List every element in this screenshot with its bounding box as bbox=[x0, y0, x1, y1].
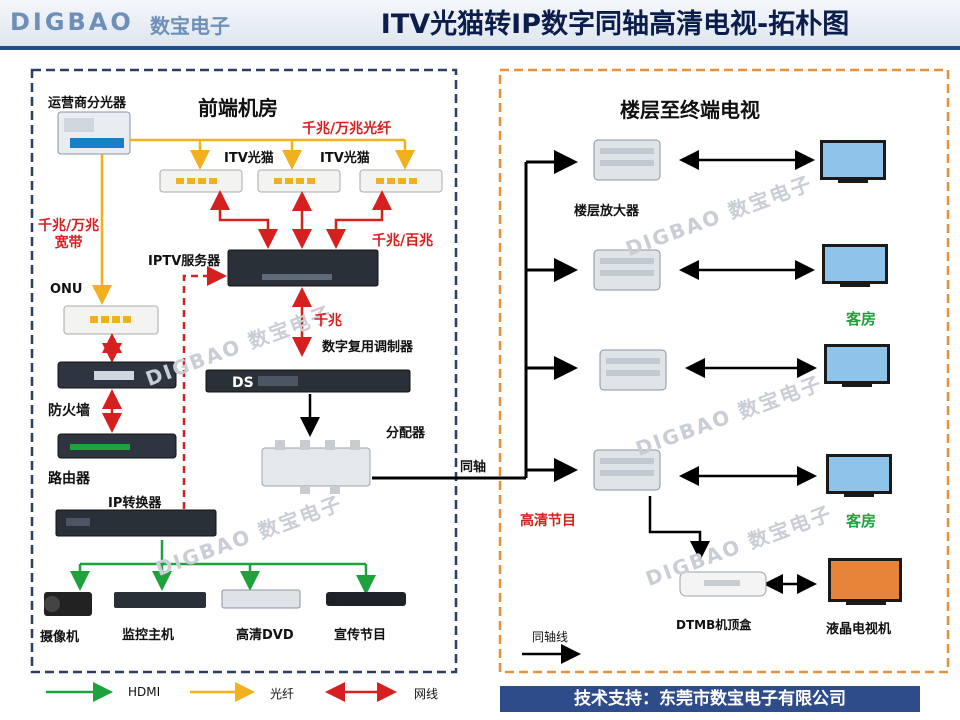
dvd-label: 高清DVD bbox=[236, 628, 294, 643]
floor-amplifier-1 bbox=[593, 139, 661, 181]
brand-logo-cn: 数宝电子 bbox=[150, 14, 230, 38]
fiber-label: 千兆/万兆光纤 bbox=[302, 121, 392, 137]
camera-device bbox=[44, 592, 92, 616]
brand-logo: DIGBAO bbox=[10, 8, 134, 36]
lan-speed-label: 千兆/百兆 bbox=[372, 233, 434, 249]
coax-trunk bbox=[372, 150, 578, 482]
guest-room-label-1: 客房 bbox=[846, 310, 877, 328]
itv-modem-device-1 bbox=[159, 169, 243, 193]
floor-title: 楼层至终端电视 bbox=[620, 98, 760, 122]
legend-coax-label: 同轴线 bbox=[532, 630, 569, 644]
ip-converter-device bbox=[55, 509, 217, 537]
footer-support: 技术支持：东莞市数宝电子有限公司 bbox=[500, 686, 920, 712]
front-room-frame bbox=[30, 68, 458, 674]
broadband-label: 千兆/万兆 宽带 bbox=[38, 218, 100, 251]
front-room-title: 前端机房 bbox=[198, 96, 278, 120]
modem-label-1: ITV光猫 bbox=[224, 151, 274, 166]
floor-amplifier-2 bbox=[593, 249, 661, 291]
tv-3 bbox=[824, 344, 890, 387]
header-bar bbox=[0, 0, 960, 46]
iptv-server-label: IPTV服务器 bbox=[148, 254, 221, 269]
iptv-server-device bbox=[227, 249, 379, 287]
tv-2 bbox=[822, 244, 888, 287]
hdmi-links bbox=[70, 540, 376, 595]
promo-label: 宣传节目 bbox=[334, 628, 387, 643]
firewall-device bbox=[57, 361, 177, 389]
lcd-tv bbox=[828, 558, 902, 605]
divider-device bbox=[261, 440, 371, 494]
divider-label: 分配器 bbox=[386, 426, 426, 441]
modulator-label: 数字复用调制器 bbox=[322, 340, 414, 355]
lcd-tv-label: 液晶电视机 bbox=[826, 622, 892, 637]
dtmb-label: DTMB机顶盒 bbox=[676, 618, 752, 632]
coax-label: 同轴 bbox=[460, 460, 487, 475]
amplifier-label: 楼层放大器 bbox=[574, 204, 640, 219]
guest-room-label-2: 客房 bbox=[846, 512, 877, 530]
floor-frame bbox=[498, 68, 950, 674]
modulator-ds-text: DS bbox=[232, 375, 254, 391]
splitter-label: 运营商分光器 bbox=[48, 96, 127, 111]
monitor-host-device bbox=[114, 592, 206, 608]
tv-1 bbox=[820, 140, 886, 183]
camera-label: 摄像机 bbox=[40, 630, 80, 645]
ip-converter-label: IP转换器 bbox=[108, 496, 162, 511]
page-title: ITV光猫转IP数字同轴高清电视-拓朴图 bbox=[380, 9, 850, 40]
onu-device bbox=[63, 305, 159, 335]
floor-amplifier-3 bbox=[599, 349, 667, 391]
gigabit-label: 千兆 bbox=[314, 313, 342, 329]
modulator-device bbox=[205, 369, 411, 393]
monitor-host-label: 监控主机 bbox=[122, 628, 175, 643]
router-label: 路由器 bbox=[48, 471, 90, 487]
tv-4 bbox=[826, 454, 892, 497]
legend-hdmi-label: HDMI bbox=[128, 685, 161, 699]
floor-amplifier-4 bbox=[593, 449, 661, 491]
network-links-modems bbox=[210, 190, 392, 357]
dtmb-box-device bbox=[679, 571, 767, 597]
fiber-links bbox=[92, 138, 415, 305]
promo-device bbox=[326, 592, 406, 606]
firewall-label: 防火墙 bbox=[48, 403, 90, 419]
hd-program-label: 高清节目 bbox=[520, 513, 576, 529]
optical-splitter-device bbox=[57, 111, 131, 155]
legend-network-label: 网线 bbox=[414, 687, 439, 701]
dvd-device bbox=[221, 589, 301, 609]
itv-modem-device-2 bbox=[257, 169, 341, 193]
itv-modem-device-3 bbox=[359, 169, 443, 193]
onu-label: ONU bbox=[50, 282, 83, 297]
header-rule bbox=[0, 46, 960, 50]
router-device bbox=[57, 433, 177, 459]
modem-label-2: ITV光猫 bbox=[320, 151, 370, 166]
amp-tv-links bbox=[648, 150, 817, 594]
network-link-dashed bbox=[182, 266, 227, 520]
legend-fiber-label: 光纤 bbox=[270, 687, 295, 701]
